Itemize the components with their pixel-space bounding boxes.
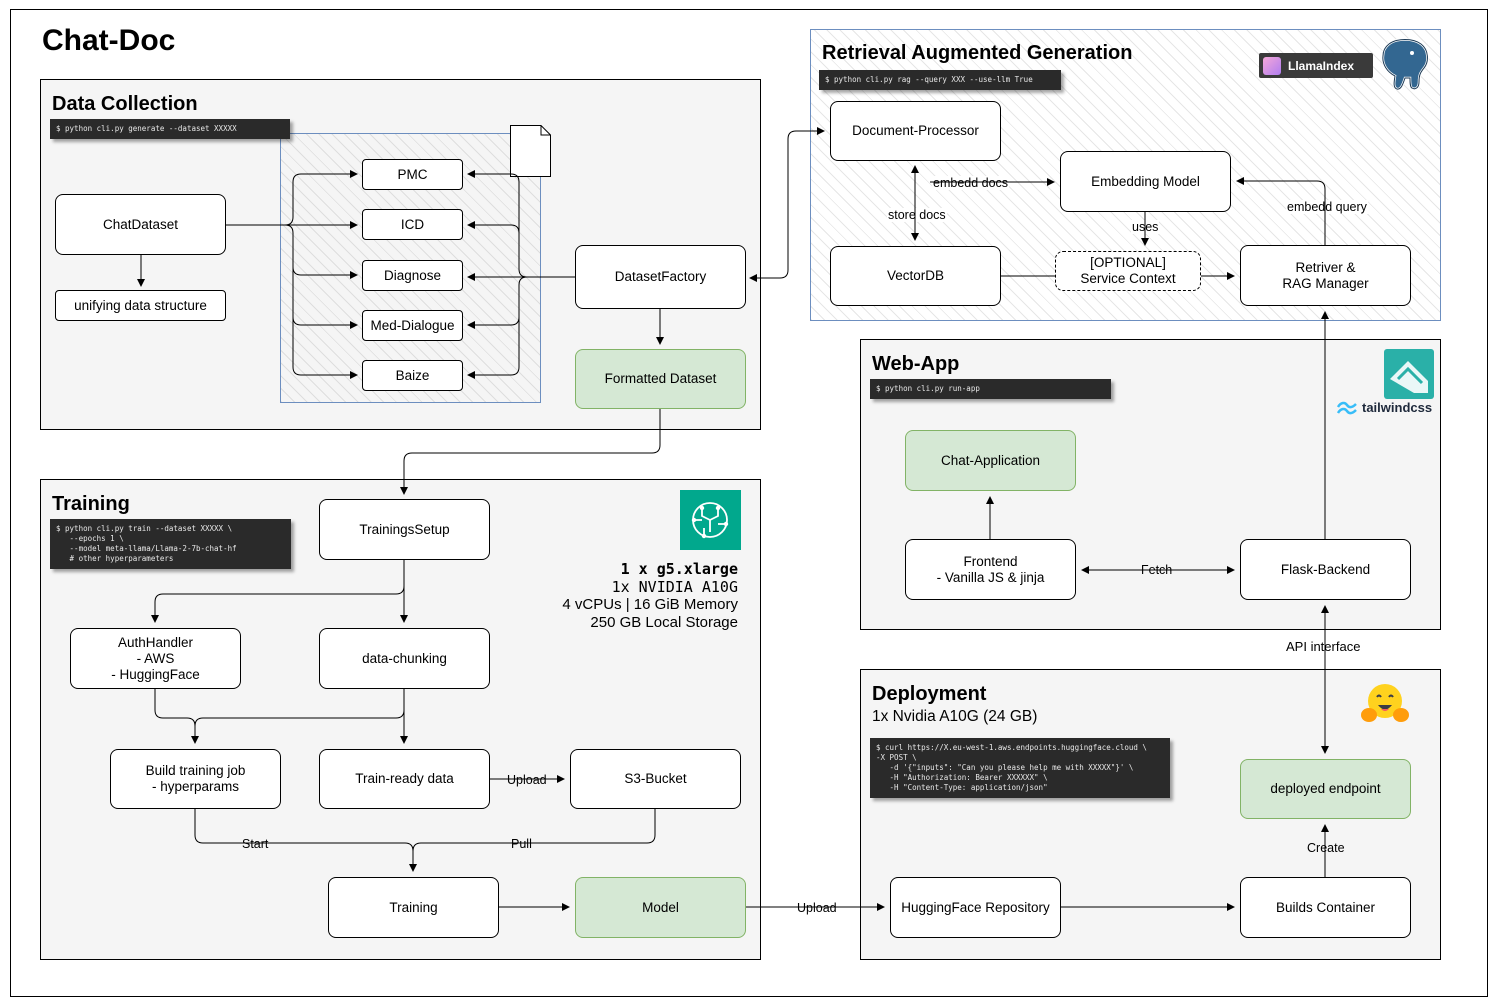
tailwindcss-logo-text: tailwindcss bbox=[1362, 400, 1433, 415]
data-collection-title: Data Collection bbox=[52, 93, 198, 115]
unifying-data-structure-node: unifying data structure bbox=[55, 290, 226, 321]
dataset-med-dialogue-node: Med-Dialogue bbox=[362, 310, 463, 341]
edge-to-pmc bbox=[284, 170, 358, 226]
edge-chunking-build bbox=[194, 689, 405, 727]
rag-title: Retrieval Augmented Generation bbox=[822, 42, 1133, 64]
embedd-docs-label: embedd docs bbox=[932, 176, 1010, 190]
huggingface-repository-node: HuggingFace Repository bbox=[890, 877, 1061, 938]
edge-formatted-trainingssetup bbox=[400, 409, 661, 495]
tailwindcss-logo: tailwindcss bbox=[1336, 400, 1432, 415]
diagram-frame bbox=[10, 9, 1488, 997]
edge-to-baize bbox=[292, 317, 358, 379]
postgresql-elephant-icon bbox=[1381, 38, 1429, 91]
dataset-diagnose-node: Diagnose bbox=[362, 260, 463, 291]
training-command: $ python cli.py train --dataset XXXXX \ … bbox=[50, 519, 291, 569]
training-instance-specs: 1 x g5.xlarge 1x NVIDIA A10G 4 vCPUs | 1… bbox=[562, 560, 738, 632]
training-title: Training bbox=[52, 493, 130, 515]
llamaindex-logo: LlamaIndex bbox=[1259, 53, 1373, 78]
flask-backend-node: Flask-Backend bbox=[1240, 539, 1411, 600]
train-ready-data-node: Train-ready data bbox=[319, 749, 490, 809]
llama-icon bbox=[1263, 56, 1281, 75]
data-chunking-node: data-chunking bbox=[319, 628, 490, 689]
deployment-subtitle: 1x Nvidia A10G (24 GB) bbox=[872, 708, 1038, 725]
edge-auth-build bbox=[154, 689, 199, 744]
edge-to-diagnose bbox=[284, 224, 358, 279]
instance-storage: 250 GB Local Storage bbox=[590, 614, 738, 631]
api-interface-label: API interface bbox=[1285, 639, 1362, 654]
trainings-setup-node: TrainingsSetup bbox=[319, 499, 490, 560]
frontend-node: Frontend - Vanilla JS & jinja bbox=[905, 539, 1076, 600]
retriever-rag-manager-node: Retriver & RAG Manager bbox=[1240, 245, 1411, 306]
pull-label: Pull bbox=[510, 837, 533, 851]
web-app-title: Web-App bbox=[872, 353, 960, 375]
diagram-title: Chat-Doc bbox=[42, 24, 176, 57]
upload-to-s3-label: Upload bbox=[506, 773, 548, 787]
huggingface-face-glyph bbox=[1361, 684, 1409, 722]
edge-retriever-embedding bbox=[1236, 177, 1326, 245]
service-context-node: [OPTIONAL] Service Context bbox=[1055, 251, 1201, 291]
edge-setup-auth bbox=[151, 585, 405, 623]
dataset-baize-node: Baize bbox=[362, 360, 463, 391]
instance-cpu-memory: 4 vCPUs | 16 GiB Memory bbox=[562, 596, 738, 613]
edge-factory-pmc bbox=[467, 170, 528, 278]
instance-type: 1 x g5.xlarge bbox=[620, 560, 738, 578]
auth-handler-node: AuthHandler - AWS - HuggingFace bbox=[70, 628, 241, 689]
formatted-dataset-node: Formatted Dataset bbox=[575, 349, 746, 409]
store-docs-label: store docs bbox=[887, 208, 947, 222]
tailwind-tile-glyph bbox=[1390, 361, 1428, 393]
edge-factory-med-dialogue bbox=[467, 276, 528, 329]
model-node: Model bbox=[575, 877, 746, 938]
embedd-query-label: embedd query bbox=[1286, 200, 1368, 214]
create-label: Create bbox=[1306, 841, 1346, 855]
tailwind-wave-icon bbox=[1336, 401, 1357, 414]
edge-build-training bbox=[194, 809, 417, 872]
document-processor-node: Document-Processor bbox=[830, 101, 1001, 161]
deployment-title: Deployment bbox=[872, 683, 987, 705]
chat-application-node: Chat-Application bbox=[905, 430, 1076, 491]
training-node: Training bbox=[328, 877, 499, 938]
aws-sagemaker-icon bbox=[680, 490, 741, 550]
upload-to-repo-label: Upload bbox=[796, 901, 838, 915]
chat-dataset-node: ChatDataset bbox=[55, 194, 226, 255]
build-training-job-node: Build training job - hyperparams bbox=[110, 749, 281, 809]
web-app-command: $ python cli.py run-app bbox=[870, 379, 1111, 399]
start-label: Start bbox=[241, 837, 270, 851]
vectordb-node: VectorDB bbox=[830, 246, 1001, 306]
s3-bucket-node: S3-Bucket bbox=[570, 749, 741, 809]
deployment-command: $ curl https://X.eu-west-1.aws.endpoints… bbox=[870, 738, 1170, 798]
dataset-icd-node: ICD bbox=[362, 209, 463, 240]
data-collection-command: $ python cli.py generate --dataset XXXXX bbox=[50, 119, 290, 139]
embedding-model-node: Embedding Model bbox=[1060, 151, 1231, 212]
edge-factory-icd bbox=[467, 221, 520, 234]
edge-factory-baize bbox=[467, 317, 520, 379]
tailwind-tile-icon bbox=[1384, 349, 1434, 399]
rag-command: $ python cli.py rag --query XXX --use-ll… bbox=[819, 70, 1061, 90]
instance-gpu: 1x NVIDIA A10G bbox=[611, 578, 738, 596]
dataset-pmc-node: PMC bbox=[362, 159, 463, 190]
huggingface-emoji-icon bbox=[1360, 682, 1410, 724]
llamaindex-logo-text: LlamaIndex bbox=[1288, 58, 1355, 73]
edge-s3-training bbox=[412, 809, 656, 852]
builds-container-node: Builds Container bbox=[1240, 877, 1411, 938]
edge-to-med-dialogue bbox=[292, 267, 358, 329]
document-icon bbox=[510, 125, 551, 177]
deployed-endpoint-node: deployed endpoint bbox=[1240, 759, 1411, 819]
edge-factory-docprocessor bbox=[752, 127, 825, 279]
dataset-factory-node: DatasetFactory bbox=[575, 245, 746, 309]
